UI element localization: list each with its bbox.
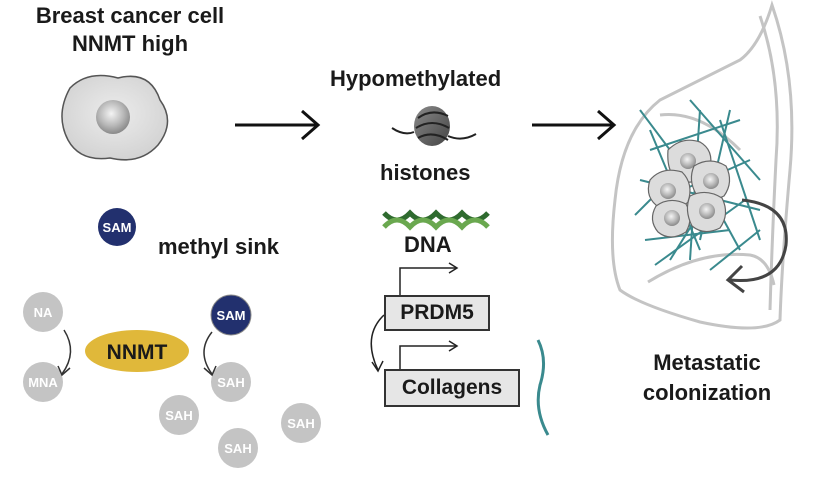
na-label: NA (34, 305, 53, 320)
cancer-cell-icon (61, 74, 169, 161)
arrow-right-icon (532, 109, 617, 141)
dna-helix-icon (382, 209, 490, 231)
nnmt-label: NNMT (107, 341, 168, 364)
cell-title-line1: Breast cancer cell (35, 3, 225, 28)
sam-top-label: SAM (103, 220, 132, 235)
histones-label: histones (380, 160, 471, 185)
sam-molecule-icon (98, 208, 136, 246)
metabolite-circles (23, 292, 321, 468)
collagens-gene-box: Collagens (384, 369, 520, 407)
tumor-cell-cluster-icon (647, 139, 731, 238)
histone-icon (391, 106, 477, 146)
sah-label: SAH (165, 408, 192, 423)
sah-label: SAH (217, 375, 244, 390)
outcome-line1: Metastatic (653, 350, 761, 375)
transcription-arrow-icon (399, 262, 459, 295)
outcome-line2: colonization (642, 380, 772, 405)
sah-label: SAH (287, 416, 314, 431)
circular-arrow-icon (725, 198, 788, 294)
sam-label: SAM (217, 308, 246, 323)
prdm5-gene-box: PRDM5 (384, 295, 490, 331)
reaction-arrow-icon (203, 331, 217, 377)
reaction-arrow-icon (57, 329, 72, 377)
curved-arrow-icon (370, 314, 385, 373)
dna-label: DNA (404, 232, 452, 257)
arrow-right-icon (235, 109, 321, 141)
cell-title-line2: NNMT high (71, 31, 189, 56)
sah-label: SAH (224, 441, 251, 456)
transcription-arrow-icon (399, 340, 459, 369)
collagen-fiber-icon (536, 339, 550, 436)
nnmt-enzyme-icon (85, 330, 189, 372)
mna-label: MNA (28, 375, 58, 390)
hypomethylated-label: Hypomethylated (330, 66, 502, 91)
methyl-sink-label: methyl sink (158, 234, 280, 259)
